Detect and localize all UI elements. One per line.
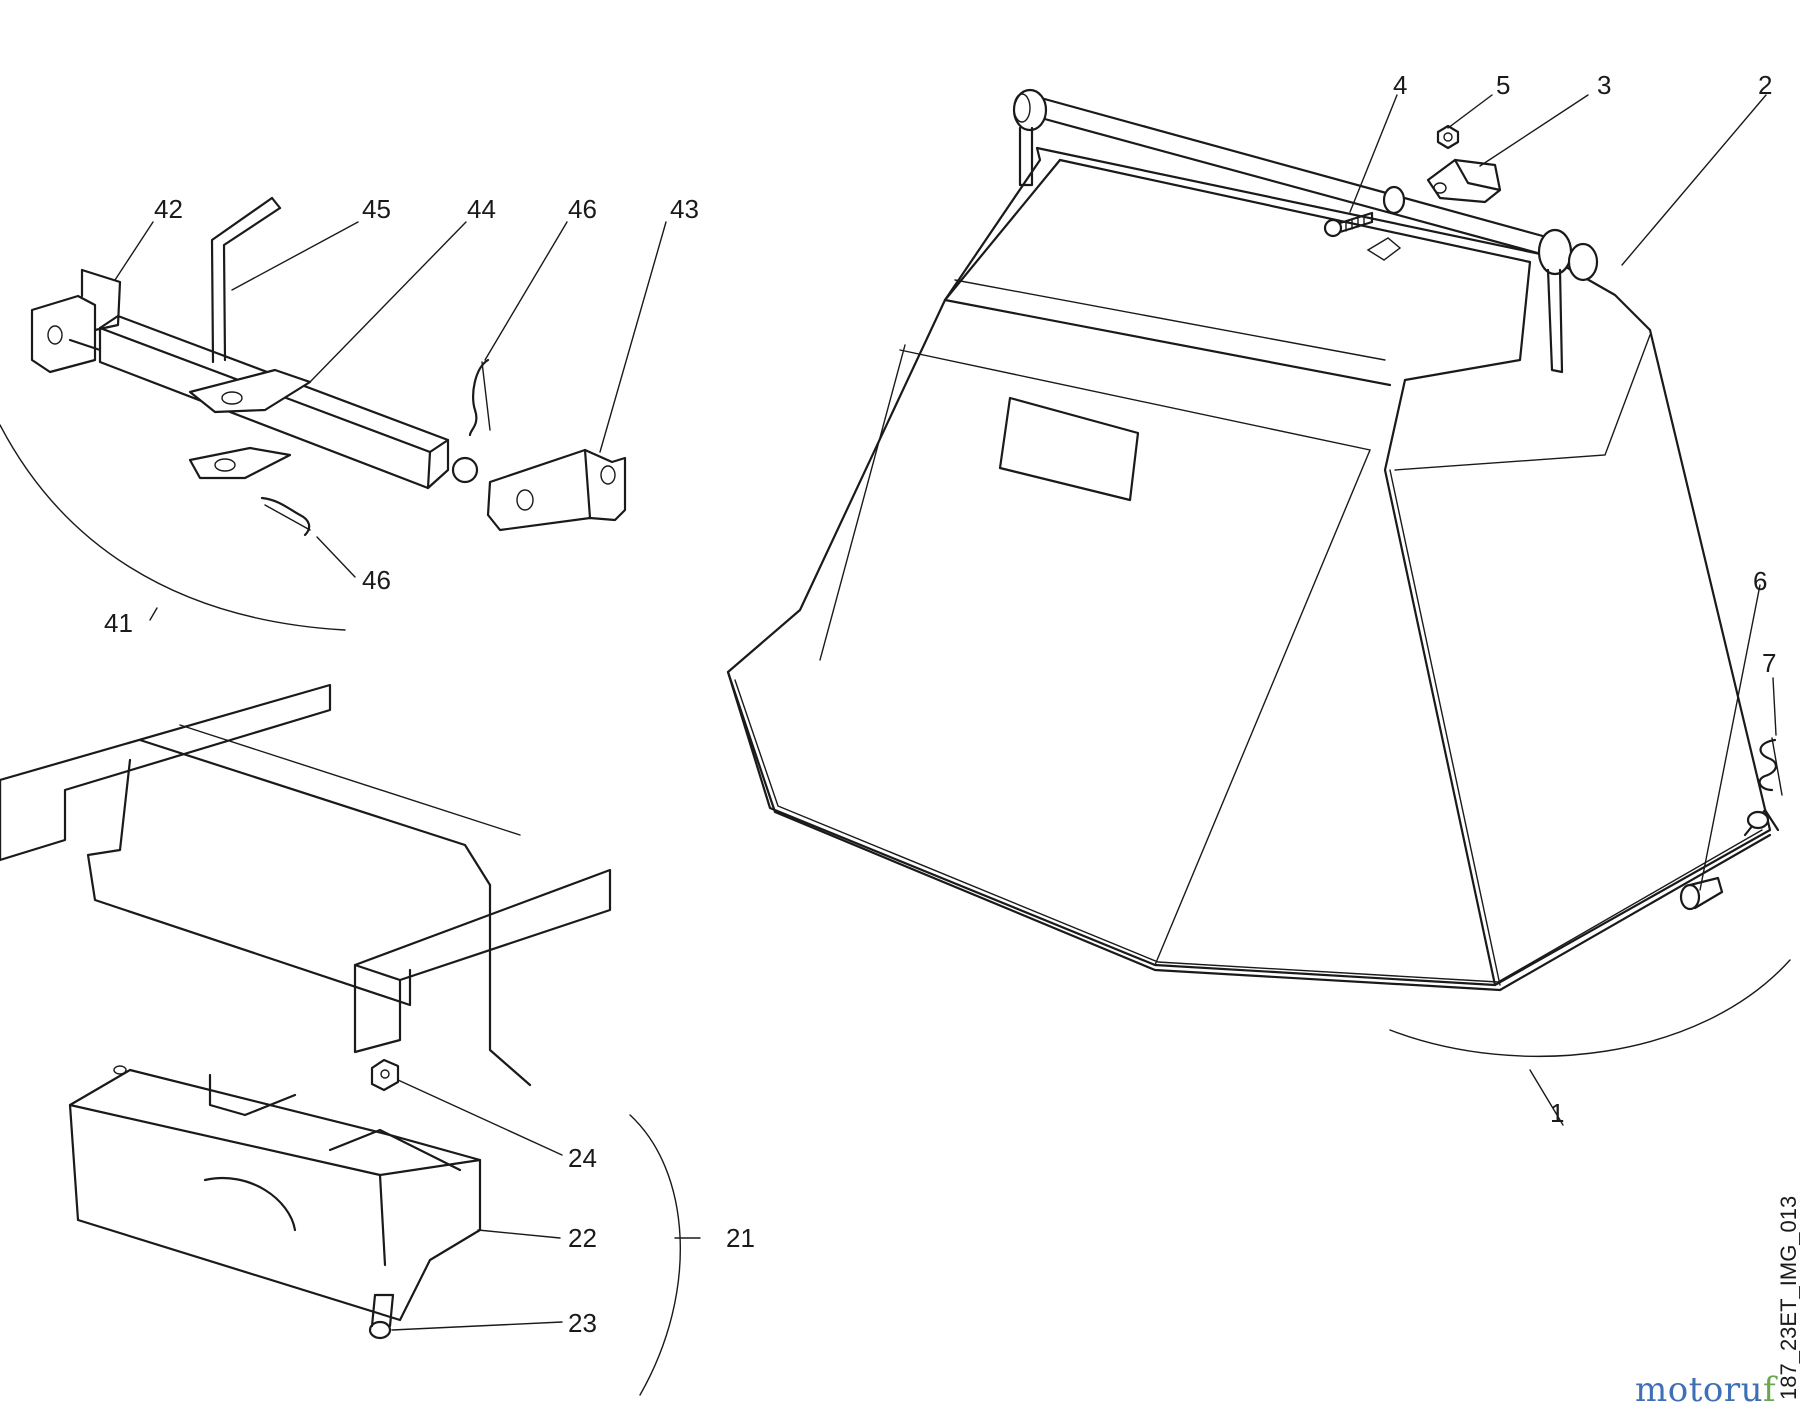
callout-6: 6	[1753, 566, 1768, 596]
callout-4: 4	[1393, 70, 1408, 100]
callout-46-lower: 46	[362, 565, 391, 595]
arc-part-21	[629, 1114, 681, 1396]
callout-2: 2	[1758, 70, 1773, 100]
callout-41: 41	[104, 608, 133, 638]
screw-part-4	[1323, 211, 1374, 238]
frame-rails	[0, 683, 612, 1087]
callout-3: 3	[1597, 70, 1612, 100]
bracket-part-3	[1426, 158, 1502, 204]
tow-bar-assembly	[30, 196, 491, 537]
watermark-logo-part1: motoru	[1635, 1370, 1763, 1410]
callout-44: 44	[467, 194, 496, 224]
callout-22: 22	[568, 1223, 597, 1253]
callout-7: 7	[1762, 648, 1777, 678]
callout-46-upper: 46	[568, 194, 597, 224]
arc-part-41	[0, 424, 346, 631]
watermark-logo-part2: f	[1763, 1370, 1777, 1410]
ballast-weight	[68, 1065, 482, 1322]
nut-part-5	[1436, 124, 1460, 150]
callout-43: 43	[670, 194, 699, 224]
grass-catcher-bag	[726, 88, 1780, 992]
bolt-part-23	[368, 1293, 395, 1340]
callout-45: 45	[362, 194, 391, 224]
callout-5: 5	[1496, 70, 1511, 100]
pin-part-6	[1679, 876, 1724, 911]
spring-clip-part-7	[1758, 737, 1783, 796]
callout-1: 1	[1550, 1098, 1565, 1128]
drawing-code: 187_23ET_IMG_013	[1776, 1195, 1800, 1400]
callout-24: 24	[568, 1143, 597, 1173]
nut-part-24	[370, 1058, 400, 1092]
callout-23: 23	[568, 1308, 597, 1338]
arc-part-1	[1389, 959, 1791, 1057]
bracket-part-43	[486, 448, 627, 532]
callout-21: 21	[726, 1223, 755, 1253]
watermark-logo: motoruf	[1635, 1370, 1776, 1410]
callout-42: 42	[154, 194, 183, 224]
leader-lines	[114, 94, 1777, 1331]
